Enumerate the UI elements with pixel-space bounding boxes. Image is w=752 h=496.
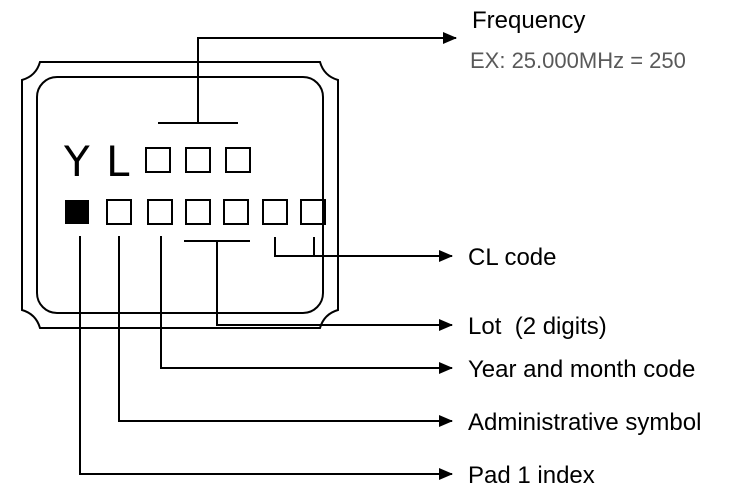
frequency-label: Frequency — [472, 7, 585, 34]
lot-leader — [216, 241, 453, 331]
package-inner-border — [36, 76, 324, 314]
frequency-box-1 — [145, 147, 171, 173]
year-month-label: Year and month code — [468, 356, 695, 383]
package-outline — [21, 61, 339, 329]
admin-symbol-label: Administrative symbol — [468, 409, 701, 436]
admin-symbol-box — [106, 199, 132, 225]
marking-letter-l: L — [106, 137, 130, 186]
lot-box-1 — [185, 199, 211, 225]
frequency-box-2 — [185, 147, 211, 173]
cl-code-label: CL code — [468, 244, 557, 271]
cl-code-box-2 — [300, 199, 326, 225]
marking-letter-y: Y — [63, 137, 90, 186]
frequency-box-3 — [225, 147, 251, 173]
lot-label: Lot (2 digits) — [468, 313, 607, 340]
cl-code-bracket — [274, 237, 453, 262]
admin-symbol-leader — [118, 236, 453, 427]
pad1-label: Pad 1 index — [468, 462, 595, 489]
frequency-example: EX: 25.000MHz = 250 — [470, 48, 686, 73]
year-month-box — [147, 199, 173, 225]
pad1-index-marker — [65, 200, 89, 224]
pad1-leader — [79, 236, 453, 480]
cl-code-box-1 — [262, 199, 288, 225]
frequency-leader — [197, 32, 457, 123]
year-month-leader — [160, 236, 453, 374]
lot-box-2 — [223, 199, 249, 225]
